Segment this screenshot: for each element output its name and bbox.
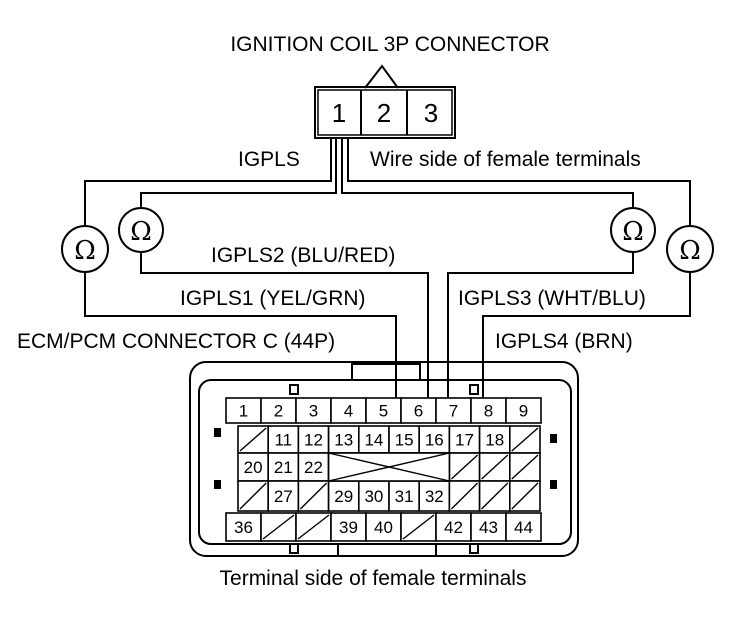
wire-side-label: Wire side of female terminals: [370, 148, 641, 171]
blank-cavity: [450, 482, 479, 510]
ecm-pin-20: 20: [244, 458, 263, 477]
ecm-pin-3: 3: [309, 402, 318, 421]
ohmmeter-1: Ω: [61, 225, 109, 273]
blank-cavity: [239, 482, 267, 510]
igpls2-label: IGPLS2 (BLU/RED): [211, 244, 395, 267]
ohmmeter-3: Ω: [610, 207, 656, 253]
ecm-pin-11: 11: [274, 431, 292, 450]
pin-cell: [435, 512, 472, 542]
blank-cavity: [511, 427, 539, 452]
blank-cavity: [511, 482, 539, 510]
igpls3-label: IGPLS3 (WHT/BLU): [458, 287, 646, 310]
blank-cross: [328, 452, 450, 482]
pin-cell: [505, 512, 542, 542]
pin-cell: [330, 397, 367, 424]
ecm-pin-27: 27: [274, 487, 293, 506]
blank-cavity: [511, 454, 539, 480]
ecm-pin-21: 21: [274, 458, 293, 477]
ecm-pin-12: 12: [304, 431, 323, 450]
ecm-pin-4: 4: [344, 402, 353, 421]
pin-cell: [297, 452, 330, 482]
pin-cell: [470, 397, 507, 424]
blank-cavity: [297, 514, 330, 540]
pin-cell: [225, 512, 262, 542]
ecm-pin-30: 30: [364, 487, 383, 506]
svg-text:Ω: Ω: [130, 217, 152, 247]
coil-pin-3: 3: [424, 98, 438, 128]
svg-text:Ω: Ω: [74, 236, 96, 266]
ecm-pin-31: 31: [395, 487, 414, 506]
ecm-pin-40: 40: [374, 518, 393, 537]
ohmmeter-4: Ω: [666, 225, 714, 273]
blank-cavity: [402, 514, 435, 540]
ecm-pin-1: 1: [239, 402, 248, 421]
pin-cell: [267, 452, 300, 482]
ecm-pin-9: 9: [519, 402, 528, 421]
ecm-pin-18: 18: [485, 431, 504, 450]
pin-cell: [357, 480, 390, 512]
pin-cell: [365, 512, 402, 542]
coil-pin-1: 1: [332, 98, 346, 128]
ecm-pin-7: 7: [449, 402, 458, 421]
pin-cell: [225, 397, 262, 424]
ecm-pin-16: 16: [425, 431, 444, 450]
ecm-connector-label: ECM/PCM CONNECTOR C (44P): [17, 330, 335, 353]
pin-cell: [505, 397, 542, 424]
coil-pin-2: 2: [377, 98, 391, 128]
igpls1-label: IGPLS1 (YEL/GRN): [180, 287, 366, 310]
ecm-pin-8: 8: [484, 402, 493, 421]
coil-connector-title: IGNITION COIL 3P CONNECTOR: [230, 33, 549, 56]
svg-text:Ω: Ω: [679, 236, 701, 266]
ohmmeter-2: Ω: [118, 207, 164, 253]
blank-cavity: [239, 427, 267, 452]
blank-cavity: [481, 454, 509, 480]
igpls-label: IGPLS: [238, 148, 300, 171]
wiring-lines: [84, 138, 691, 420]
ecm-pin-13: 13: [334, 431, 353, 450]
svg-text:Ω: Ω: [622, 217, 644, 247]
ecm-pin-29: 29: [334, 487, 353, 506]
ecm-pin-43: 43: [479, 518, 498, 537]
ecm-pin-15: 15: [395, 431, 414, 450]
ecm-pin-44: 44: [514, 518, 533, 537]
ecm-pin-36: 36: [234, 518, 253, 537]
pin-cell: [357, 425, 390, 454]
blank-cavity: [450, 454, 479, 480]
ecm-pin-5: 5: [379, 402, 388, 421]
ecm-pin-17: 17: [455, 431, 474, 450]
ecm-pin-22: 22: [304, 458, 323, 477]
igpls4-label: IGPLS4 (BRN): [495, 330, 633, 353]
pin-cell: [448, 425, 481, 454]
ecm-pin-42: 42: [444, 518, 463, 537]
ignition-coil-connector: 1 2 3: [314, 64, 456, 139]
ecm-pin-14: 14: [364, 431, 383, 450]
ecm-pin-6: 6: [414, 402, 423, 421]
ecm-pin-2: 2: [274, 402, 283, 421]
blank-cavity: [262, 514, 295, 540]
ecm-pin-39: 39: [339, 518, 358, 537]
pin-cell: [267, 480, 300, 512]
terminal-side-label: Terminal side of female terminals: [220, 567, 527, 590]
blank-cavity: [299, 482, 328, 510]
ecm-pin-32: 32: [425, 487, 444, 506]
pin-cell: [470, 512, 507, 542]
pin-cell: [330, 512, 367, 542]
pin-cell: [260, 397, 297, 424]
blank-cavity: [481, 482, 509, 510]
